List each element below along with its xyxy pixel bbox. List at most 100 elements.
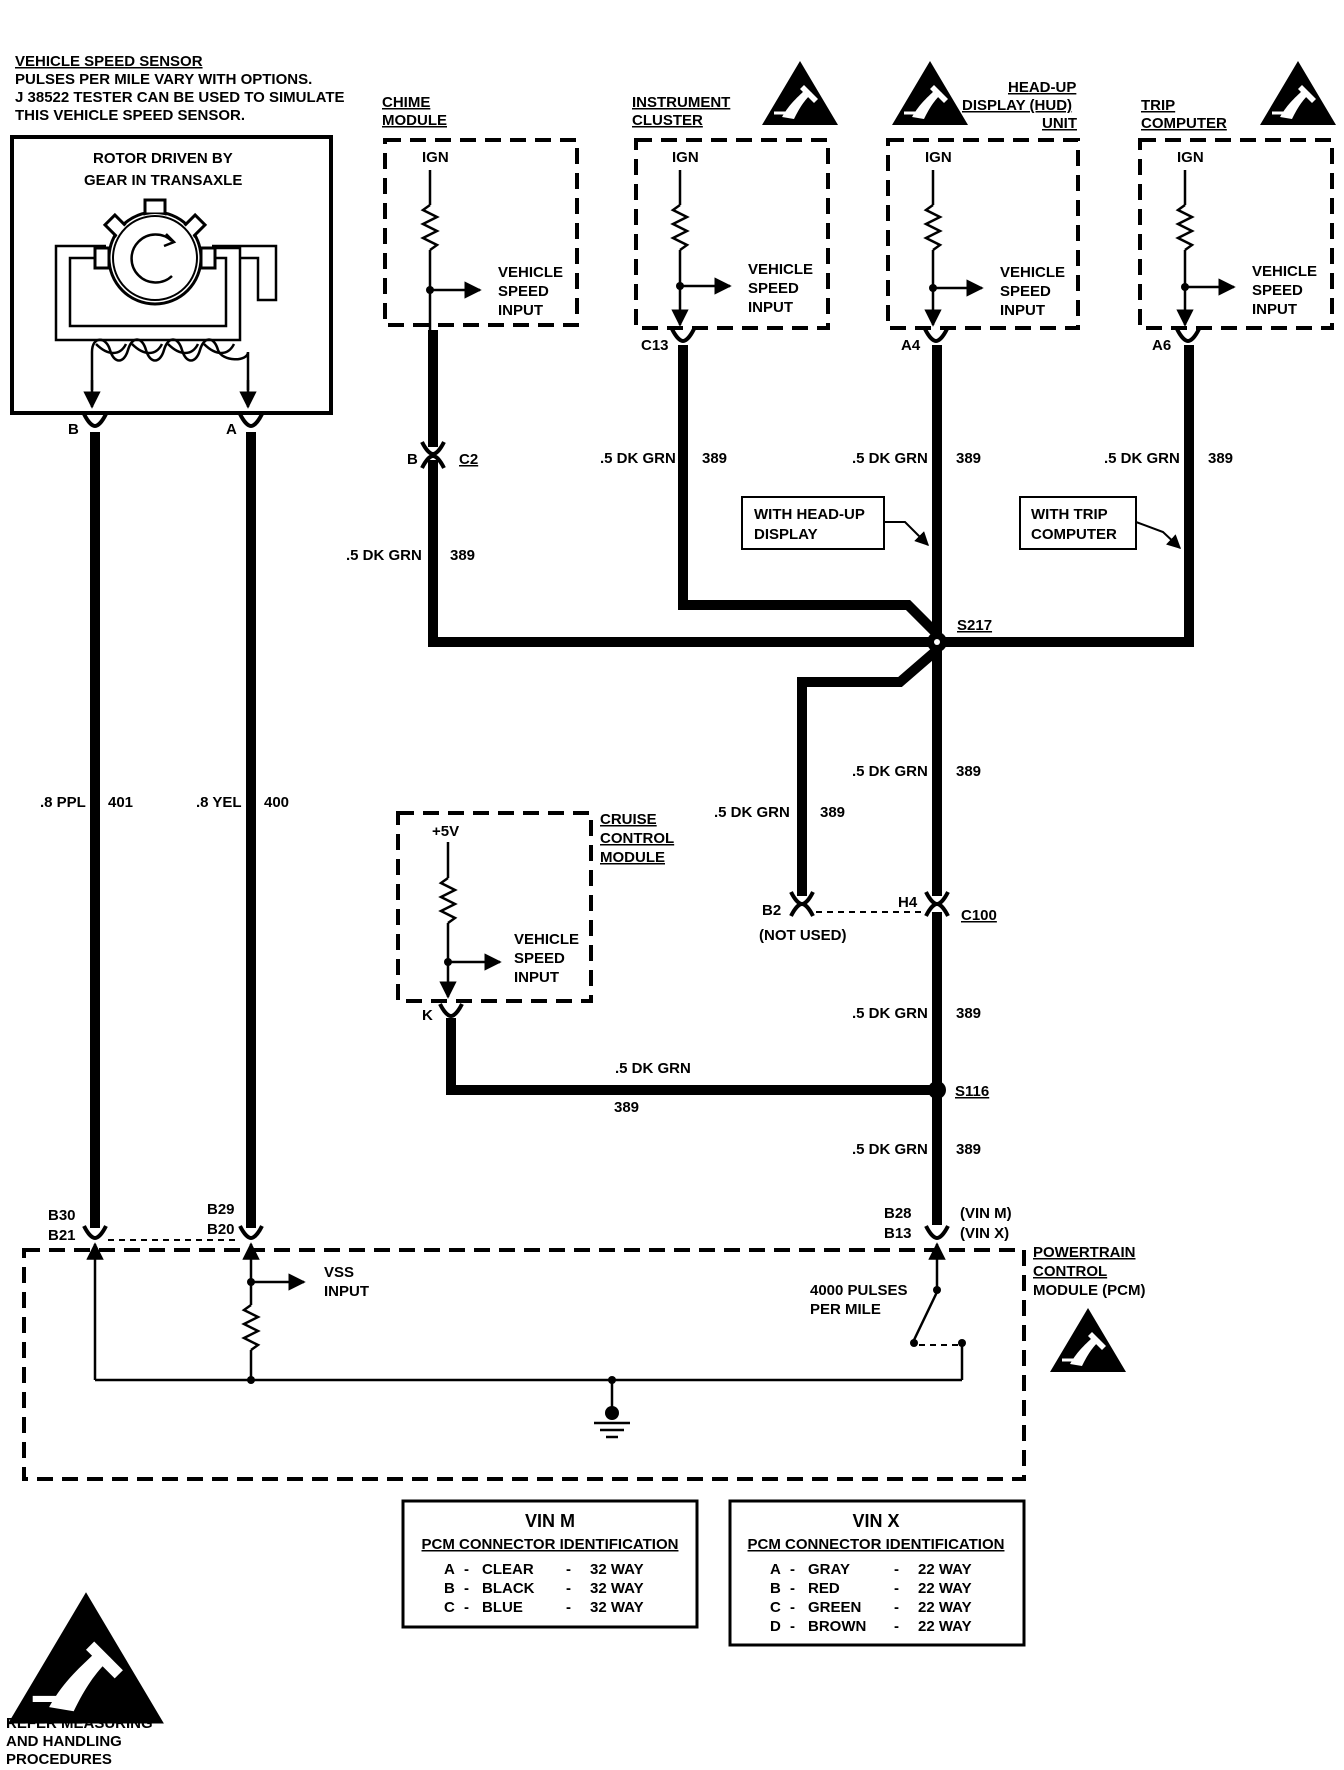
rotor-gear-icon <box>93 198 217 306</box>
conn-b29: B29 <box>207 1201 235 1218</box>
pcm-label-2: CONTROL <box>1033 1263 1107 1280</box>
hud-vsi-1: VEHICLE <box>1000 264 1065 281</box>
note-with-hud: WITH HEAD-UP DISPLAY <box>741 496 929 550</box>
vin-x-subtitle: PCM CONNECTOR IDENTIFICATION <box>748 1536 1005 1553</box>
svg-text:-: - <box>566 1599 571 1616</box>
vin-x-title: VIN X <box>852 1511 899 1531</box>
conn-c2: C2 <box>459 451 478 468</box>
esd-icon-hud <box>890 59 970 127</box>
svg-text:22 WAY: 22 WAY <box>918 1580 972 1597</box>
wl-branch-circuit: 389 <box>820 804 845 821</box>
chime-vsi-1: VEHICLE <box>498 264 563 281</box>
conn-k: K <box>422 1007 433 1024</box>
wl-cruise-circuit: 389 <box>614 1099 639 1116</box>
svg-text:-: - <box>464 1599 469 1616</box>
wl-c100-circuit: 389 <box>956 1005 981 1022</box>
svg-text:-: - <box>464 1580 469 1597</box>
vss-note-1: PULSES PER MILE VARY WITH OPTIONS. <box>15 71 312 88</box>
ic-vsi-1: VEHICLE <box>748 261 813 278</box>
wl-chime-circuit: 389 <box>450 547 475 564</box>
svg-text:-: - <box>894 1618 899 1635</box>
svg-text:-: - <box>566 1561 571 1578</box>
pcm-pulses-1: 4000 PULSES <box>810 1282 908 1299</box>
vin-m-row: A- CLEAR- 32 WAY <box>444 1561 644 1578</box>
conn-vin-m: (VIN M) <box>960 1205 1012 1222</box>
hud-vsi-3: INPUT <box>1000 302 1045 319</box>
note-trip-2: COMPUTER <box>1031 526 1117 543</box>
svg-text:-: - <box>790 1580 795 1597</box>
hud-ign: IGN <box>925 149 952 166</box>
note-hud-1: WITH HEAD-UP <box>754 506 865 523</box>
wl-ppl-circuit: 401 <box>108 794 133 811</box>
conn-b28: B28 <box>884 1205 912 1222</box>
hud-resistor <box>923 203 943 252</box>
svg-text:BLACK: BLACK <box>482 1580 535 1597</box>
wire-labels: .5 DK GRN 389 .5 DK GRN 389 .5 DK GRN 38… <box>40 450 1233 1158</box>
chime-ign: IGN <box>422 149 449 166</box>
trip-resistor <box>1175 203 1195 252</box>
wl-c100-gauge: .5 DK GRN <box>852 1005 928 1022</box>
pcm-label-3: MODULE (PCM) <box>1033 1282 1146 1299</box>
ic-label-2: CLUSTER <box>632 112 703 129</box>
vin-x-row: B- RED- 22 WAY <box>770 1580 972 1597</box>
ic-label-1: INSTRUMENT <box>632 94 730 111</box>
chime-vsi-2: SPEED <box>498 283 549 300</box>
svg-text:BROWN: BROWN <box>808 1618 866 1635</box>
svg-text:-: - <box>894 1561 899 1578</box>
wire-389-not-used <box>797 646 941 896</box>
hud-label-2: DISPLAY (HUD) <box>962 97 1072 114</box>
conn-b13: B13 <box>884 1225 912 1242</box>
esd-icon-trip <box>1258 59 1338 127</box>
svg-text:-: - <box>894 1580 899 1597</box>
esd-icon-pcm <box>1048 1306 1128 1374</box>
wl-ic-circuit: 389 <box>702 450 727 467</box>
cruise-control-module: CRUISE CONTROL MODULE +5V VEHICLE SPEED … <box>396 811 674 1003</box>
pcm-vss-1: VSS <box>324 1264 354 1281</box>
conn-a6: A6 <box>1152 337 1171 354</box>
sensor-coil <box>90 338 250 390</box>
svg-text:22 WAY: 22 WAY <box>918 1599 972 1616</box>
vin-x-row: A- GRAY- 22 WAY <box>770 1561 972 1578</box>
trip-ign: IGN <box>1177 149 1204 166</box>
ground-icon <box>594 1421 630 1439</box>
pcm-switch <box>912 1291 939 1341</box>
svg-text:32 WAY: 32 WAY <box>590 1561 644 1578</box>
splice-s116-label: S116 <box>955 1083 989 1100</box>
svg-text:22 WAY: 22 WAY <box>918 1618 972 1635</box>
splice-s217-label: S217 <box>957 617 992 634</box>
instrument-cluster: INSTRUMENT CLUSTER IGN VEHICLE SPEED INP… <box>632 59 840 330</box>
svg-text:22 WAY: 22 WAY <box>918 1561 972 1578</box>
svg-text:CLEAR: CLEAR <box>482 1561 534 1578</box>
pcm-resistor <box>241 1303 261 1352</box>
wire-389-cruise <box>446 1018 937 1095</box>
conn-b30: B30 <box>48 1207 76 1224</box>
svg-text:C: C <box>444 1599 455 1616</box>
vss-pin-a: A <box>226 421 237 438</box>
vehicle-speed-sensor: VEHICLE SPEED SENSOR PULSES PER MILE VAR… <box>10 53 345 438</box>
esd-icon-cluster <box>760 59 840 127</box>
vin-m-subtitle: PCM CONNECTOR IDENTIFICATION <box>422 1536 679 1553</box>
wl-pcm-circuit: 389 <box>956 1141 981 1158</box>
conn-c13: C13 <box>641 337 669 354</box>
wl-hud-circuit: 389 <box>956 450 981 467</box>
ic-vsi-3: INPUT <box>748 299 793 316</box>
conn-c100: C100 <box>961 907 997 924</box>
cruise-5v: +5V <box>432 823 459 840</box>
vin-x-table: VIN X PCM CONNECTOR IDENTIFICATION A- GR… <box>728 1499 1026 1647</box>
conn-vin-x: (VIN X) <box>960 1225 1009 1242</box>
pcm-label-1: POWERTRAIN <box>1033 1244 1136 1261</box>
wire-389-ic <box>678 345 941 638</box>
svg-text:BLUE: BLUE <box>482 1599 523 1616</box>
svg-text:B: B <box>444 1580 455 1597</box>
wl-trunk-gauge: .5 DK GRN <box>852 763 928 780</box>
wl-trunk-circuit: 389 <box>956 763 981 780</box>
svg-text:32 WAY: 32 WAY <box>590 1580 644 1597</box>
powertrain-control-module: POWERTRAIN CONTROL MODULE (PCM) VSS INPU… <box>22 1242 1146 1481</box>
vss-pin-b: B <box>68 421 79 438</box>
trip-vsi-3: INPUT <box>1252 301 1297 318</box>
conn-b21: B21 <box>48 1227 76 1244</box>
conn-b20: B20 <box>207 1221 235 1238</box>
head-up-display-unit: HEAD-UP DISPLAY (HUD) UNIT IGN VEHICLE S… <box>886 59 1080 330</box>
svg-text:-: - <box>790 1618 795 1635</box>
wl-branch-gauge: .5 DK GRN <box>714 804 790 821</box>
